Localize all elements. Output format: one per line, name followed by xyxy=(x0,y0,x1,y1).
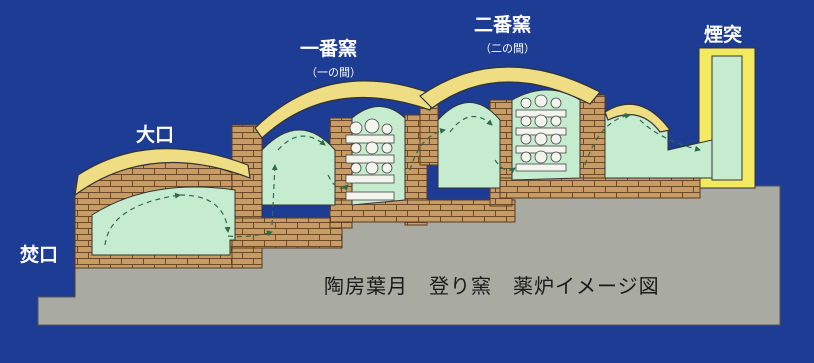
label-chimney: 煙突 xyxy=(704,24,743,46)
chamber-1 xyxy=(261,129,336,218)
label-first-chamber-sub: （一の間） xyxy=(306,66,361,79)
dome-chamber-2 xyxy=(419,66,601,109)
diagram-caption: 陶房葉月 登り窯 薬炉イメージ図 xyxy=(324,274,660,298)
clay-domes xyxy=(74,66,672,197)
airflow-arrows xyxy=(104,112,701,246)
label-large-mouth: 大口 xyxy=(136,124,175,146)
label-first-chamber: 一番窯 xyxy=(300,38,358,60)
chamber-2 xyxy=(437,102,501,189)
chamber-firebox xyxy=(91,186,236,256)
label-second-chamber-sub: （二の間） xyxy=(480,42,535,55)
dome-firebox xyxy=(74,148,251,197)
label-firing-mouth: 焚口 xyxy=(20,244,59,266)
dome-flue xyxy=(604,103,672,133)
label-second-chamber: 二番窯 xyxy=(474,14,532,36)
pottery-stacks xyxy=(345,94,567,201)
